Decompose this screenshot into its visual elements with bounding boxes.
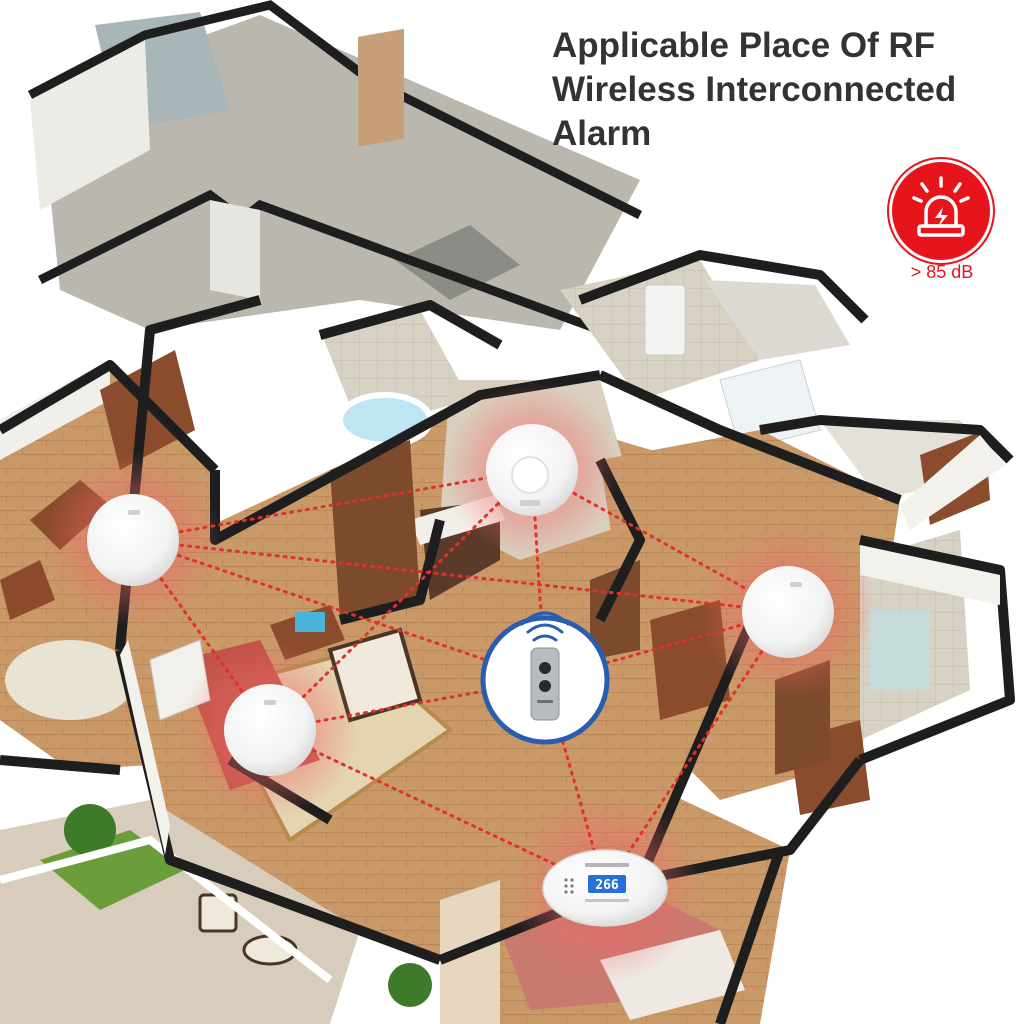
plant-bush-2	[388, 963, 432, 1007]
shower-glass	[870, 610, 930, 690]
plant-bush	[64, 804, 116, 856]
washing-machine	[644, 284, 686, 356]
siren-badge	[892, 162, 990, 260]
terrace-railing	[0, 835, 333, 984]
upper-wall-face	[30, 40, 150, 210]
smoke-detector-kitchen	[486, 424, 578, 516]
co-detector	[542, 849, 668, 927]
upper-walls	[27, 0, 643, 220]
headline: Applicable Place Of RF Wireless Intercon…	[552, 24, 1012, 156]
headline-line-3: Alarm	[552, 114, 652, 153]
hall-door	[590, 560, 640, 660]
door-upper	[358, 28, 404, 147]
smoke-detector-living	[224, 684, 316, 776]
siren-alarm-icon	[912, 176, 970, 237]
stair-wall-face	[210, 200, 260, 300]
study-wall	[330, 440, 420, 620]
smoke-detector-hall	[742, 566, 834, 658]
headline-line-1: Applicable Place Of RF	[552, 26, 936, 65]
sound-level-label: > 85 dB	[910, 262, 974, 282]
smoke-detector-office	[87, 494, 179, 586]
co-display: 266	[595, 878, 619, 893]
headline-line-2: Wireless Interconnected	[552, 70, 957, 109]
wall-faces	[120, 435, 1005, 855]
balcony-top	[705, 280, 850, 360]
remote-control	[480, 611, 610, 745]
bathtub	[337, 392, 433, 448]
co-display-value: 266	[595, 878, 619, 893]
tv	[295, 612, 325, 632]
office-rug	[5, 640, 135, 720]
office-desk-2	[0, 560, 55, 620]
stair	[395, 225, 520, 300]
